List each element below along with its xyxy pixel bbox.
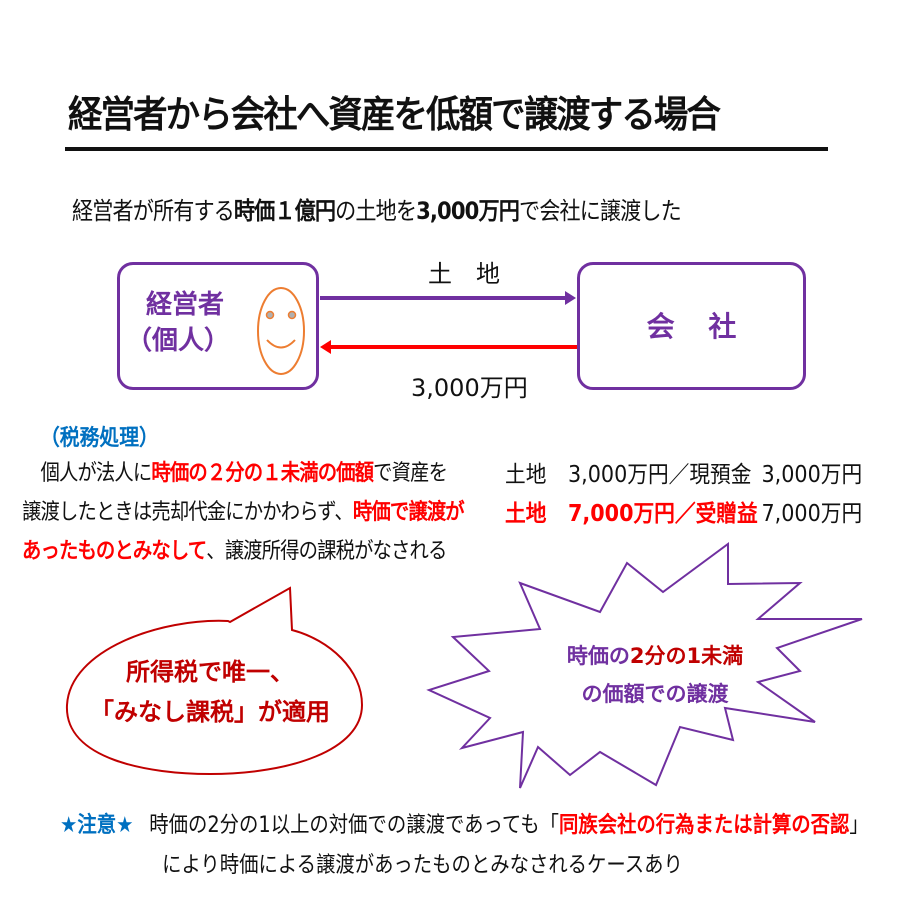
starburst-text: 時価の2分の1未満 の価額での譲渡 [520,637,790,713]
credit-amount: 3,000万円 [761,462,863,488]
owner-label-line2: （個人） [126,326,231,356]
lead-text: で会社に譲渡した [518,197,682,225]
tax-treatment-heading: （税務処理） [40,426,159,451]
paragraph-line: 譲渡したときは売却代金にかかわらず、時価で譲渡が [22,500,465,525]
callout-line2: 「みなし課税」が適用 [90,698,330,726]
payment-arrow-label: 3,000万円 [411,374,528,402]
payment-arrowhead-icon [320,340,331,354]
smiley-face-icon [257,287,305,375]
paragraph-line: あったものとみなして、譲渡所得の課税がなされる [22,539,447,564]
company-box: 会 社 [577,262,806,390]
callout-line1: 所得税で唯一、 [126,658,294,686]
credit-amount: 7,000万円 [761,501,863,527]
oval-callout-text: 所得税で唯一、 「みなし課税」が適用 [80,652,340,732]
tax-treatment-paragraph: 個人が法人に時価の２分の１未満の価額で資産を 譲渡したときは売却代金にかかわらず… [22,454,465,571]
land-arrowhead-icon [565,291,576,305]
note-highlight: 同族会社の行為または計算の否認 [558,813,850,838]
burst-line2: の価額での譲渡 [581,682,729,706]
company-label: 会 社 [646,310,749,343]
debit-account: 土地 [505,501,547,527]
burst-line1: 時価の2分の1未満 [566,644,744,668]
lead-sentence: 経営者が所有する時価１億円の土地を3,000万円で会社に譲渡した [72,191,682,226]
paragraph-line: 個人が法人に時価の２分の１未満の価額で資産を [22,461,448,486]
highlight-text: あったものとみなして [22,539,207,564]
highlight-text: 時価で譲渡が [352,500,465,525]
caution-note: ★注意★時価の2分の1以上の対価での譲渡であっても「同族会社の行為または計算の否… [60,806,869,886]
title-divider [65,147,828,151]
lead-emphasis-price: 時価１億円 [233,197,336,225]
lead-text: の土地を [335,197,417,225]
journal-row: 土地 3,000万円／現預金 3,000万円 [505,456,862,495]
debit-account: 土地 [505,462,547,488]
owner-label: 経営者 （個人） [126,287,230,359]
lead-emphasis-amount: 3,000万円 [416,197,520,225]
owner-individual-box: 経営者 （個人） [117,262,319,390]
highlight-text: 時価の２分の１未満の価額 [151,461,374,486]
debit-amount-credit-account: 3,000万円／現預金 [568,462,752,488]
journal-row: 土地 7,000万円／受贈益 7,000万円 [505,495,862,534]
page-title: 経営者から会社へ資産を低額で譲渡する場合 [68,93,721,136]
note-line1: ★注意★時価の2分の1以上の対価での譲渡であっても「同族会社の行為または計算の否… [60,813,869,838]
caution-star-label: ★注意★ [60,813,134,838]
owner-label-line1: 経営者 [146,290,225,320]
journal-entries: 土地 3,000万円／現預金 3,000万円 土地 7,000万円／受贈益 7,… [505,456,862,534]
debit-amount-credit-account: 7,000万円／受贈益 [568,501,758,527]
land-arrow-label: 土 地 [428,260,500,288]
lead-text: 経営者が所有する [72,197,235,225]
note-line2: により時価による譲渡があったものとみなされるケースあり [162,853,683,878]
